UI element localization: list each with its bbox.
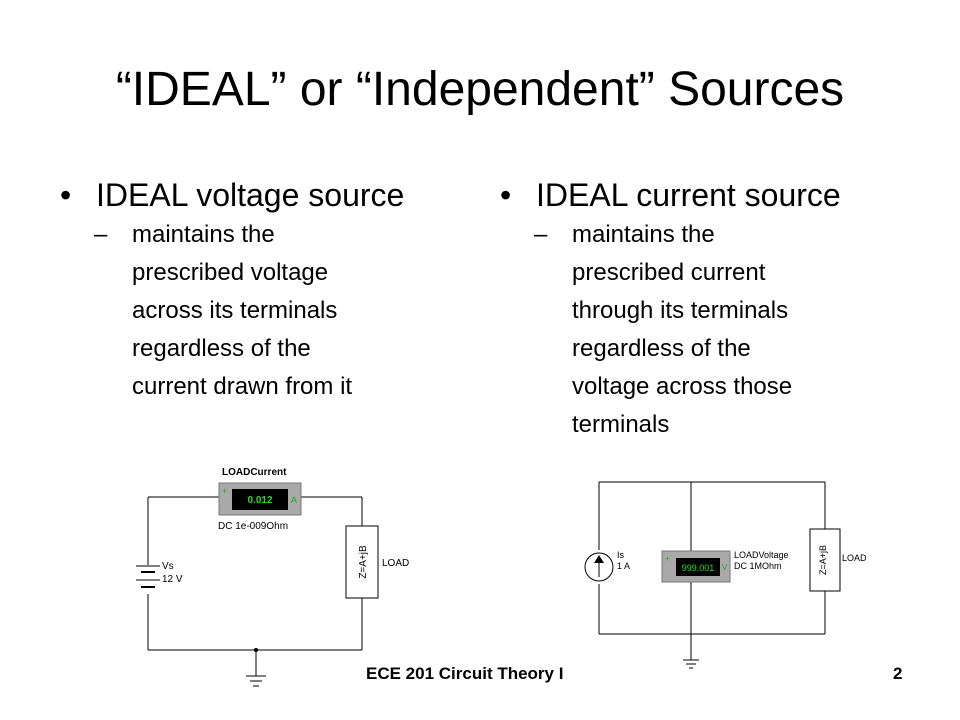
dash-icon: –: [94, 221, 108, 248]
right-line: voltage across those: [572, 373, 793, 400]
footer-course: ECE 201 Circuit Theory I: [366, 664, 564, 683]
meter-reading: 999.001: [682, 563, 715, 573]
load-impedance: Z=A+jB: [358, 545, 369, 579]
dash-icon: –: [534, 221, 548, 248]
meter-spec: DC 1MOhm: [734, 561, 782, 571]
right-line: through its terminals: [572, 297, 789, 324]
left-bullet: • IDEAL voltage source: [60, 176, 460, 214]
source-name: Is: [617, 550, 625, 560]
left-line: across its terminals: [132, 297, 338, 324]
source-value: 1 A: [617, 561, 630, 571]
right-subbullet: – maintains the prescribed current throu…: [500, 216, 920, 444]
load-label: LOAD: [842, 553, 867, 563]
source-value: 12 V: [162, 574, 183, 585]
meter-unit: A: [291, 495, 297, 505]
meter-unit: V: [722, 563, 728, 572]
slide-title: “IDEAL” or “Independent” Sources: [115, 63, 845, 116]
meter-plus: +: [222, 486, 227, 496]
right-column: • IDEAL current source – maintains the p…: [500, 176, 920, 444]
ammeter-display: [232, 489, 288, 510]
load-impedance: Z=A+jB: [818, 545, 828, 575]
source-name: Vs: [162, 561, 174, 572]
load-label: LOAD: [382, 558, 409, 569]
left-line: prescribed voltage: [132, 259, 329, 286]
meter-reading: 0.012: [247, 495, 272, 506]
right-line: prescribed current: [572, 259, 766, 286]
voltmeter-display: [676, 558, 720, 576]
left-line: maintains the: [132, 221, 275, 248]
junction-dot: [254, 648, 258, 652]
meter-name: LOADCurrent: [222, 467, 287, 478]
meter-spec: DC 1e-009Ohm: [218, 521, 288, 532]
load-box: [345, 525, 379, 599]
current-source-icon: [584, 552, 614, 582]
left-line: current drawn from it: [132, 373, 353, 400]
right-line: regardless of the: [572, 335, 751, 362]
bullet-icon: •: [500, 177, 512, 213]
left-subbullet: – maintains the prescribed voltage acros…: [60, 216, 460, 406]
right-line: terminals: [572, 411, 670, 438]
battery-icon: [136, 565, 160, 588]
right-bullet: • IDEAL current source: [500, 176, 920, 214]
meter-plus: +: [665, 554, 670, 563]
meter-name: LOADVoltage: [734, 550, 789, 560]
load-box: [809, 528, 841, 592]
right-heading: IDEAL current source: [536, 177, 841, 213]
left-heading: IDEAL voltage source: [96, 177, 405, 213]
bullet-icon: •: [60, 177, 72, 213]
page-number: 2: [893, 664, 903, 683]
left-column: • IDEAL voltage source – maintains the p…: [60, 176, 460, 406]
left-line: regardless of the: [132, 335, 311, 362]
right-line: maintains the: [572, 221, 715, 248]
